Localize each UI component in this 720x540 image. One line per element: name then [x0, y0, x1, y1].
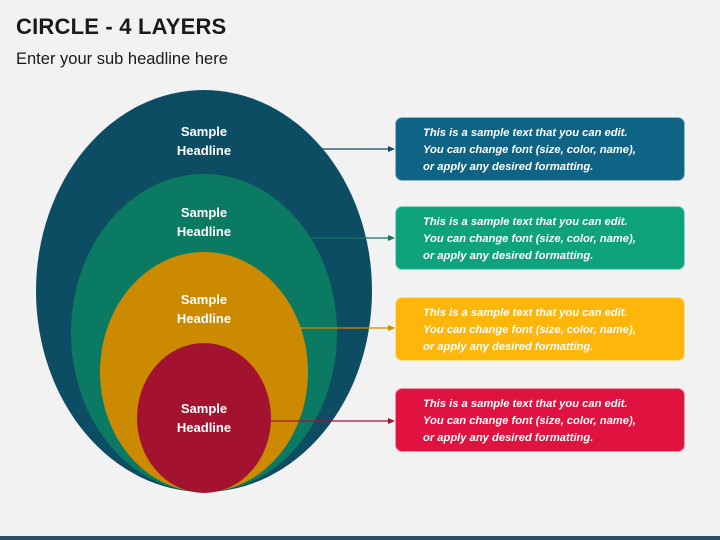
connector-arrow-2	[388, 235, 395, 241]
text-box-4-line1: This is a sample text that you can edit.	[423, 398, 628, 410]
layer-2-headline-line1: Sample	[180, 205, 228, 220]
text-box-3[interactable]: This is a sample text that you can edit.…	[395, 297, 685, 361]
layer-1-headline: Sample Headline	[134, 122, 274, 160]
text-box-2-line2: You can change font (size, color, name),	[423, 233, 636, 245]
text-box-4-line2: You can change font (size, color, name),	[423, 415, 636, 427]
text-box-1-line3: or apply any desired formatting.	[423, 161, 594, 173]
layer-2-headline-line2: Headline	[176, 224, 232, 239]
layer-4-headline-line2: Headline	[176, 420, 232, 435]
page-title: CIRCLE - 4 LAYERS	[16, 14, 227, 39]
page-subtitle: Enter your sub headline here	[16, 50, 228, 68]
layer-1-headline-line1: Sample	[180, 124, 228, 139]
layer-4-headline-line1: Sample	[180, 401, 228, 416]
text-box-3-line2: You can change font (size, color, name),	[423, 324, 636, 336]
text-box-1-line2: You can change font (size, color, name),	[423, 144, 636, 156]
bottom-accent-bar	[0, 536, 720, 540]
text-box-2[interactable]: This is a sample text that you can edit.…	[395, 206, 685, 270]
text-box-4-line3: or apply any desired formatting.	[423, 432, 594, 444]
text-box-2-line1: This is a sample text that you can edit.	[423, 216, 628, 228]
connector-arrow-3	[388, 325, 395, 331]
layer-1-headline-line2: Headline	[176, 143, 232, 158]
text-box-3-line3: or apply any desired formatting.	[423, 341, 594, 353]
text-box-1[interactable]: This is a sample text that you can edit.…	[395, 117, 685, 181]
layer-3-headline-line1: Sample	[180, 292, 228, 307]
layer-2-headline: Sample Headline	[134, 203, 274, 241]
layer-3-headline: Sample Headline	[134, 290, 274, 328]
layer-4-headline: Sample Headline	[134, 399, 274, 437]
connector-arrow-1	[388, 146, 395, 152]
text-box-1-line1: This is a sample text that you can edit.	[423, 127, 628, 139]
text-box-2-line3: or apply any desired formatting.	[423, 250, 594, 262]
layer-3-headline-line2: Headline	[176, 311, 232, 326]
connector-arrow-4	[388, 418, 395, 424]
inner-layer-ellipse[interactable]	[137, 343, 271, 493]
text-box-3-line1: This is a sample text that you can edit.	[423, 307, 628, 319]
text-box-4[interactable]: This is a sample text that you can edit.…	[395, 388, 685, 452]
